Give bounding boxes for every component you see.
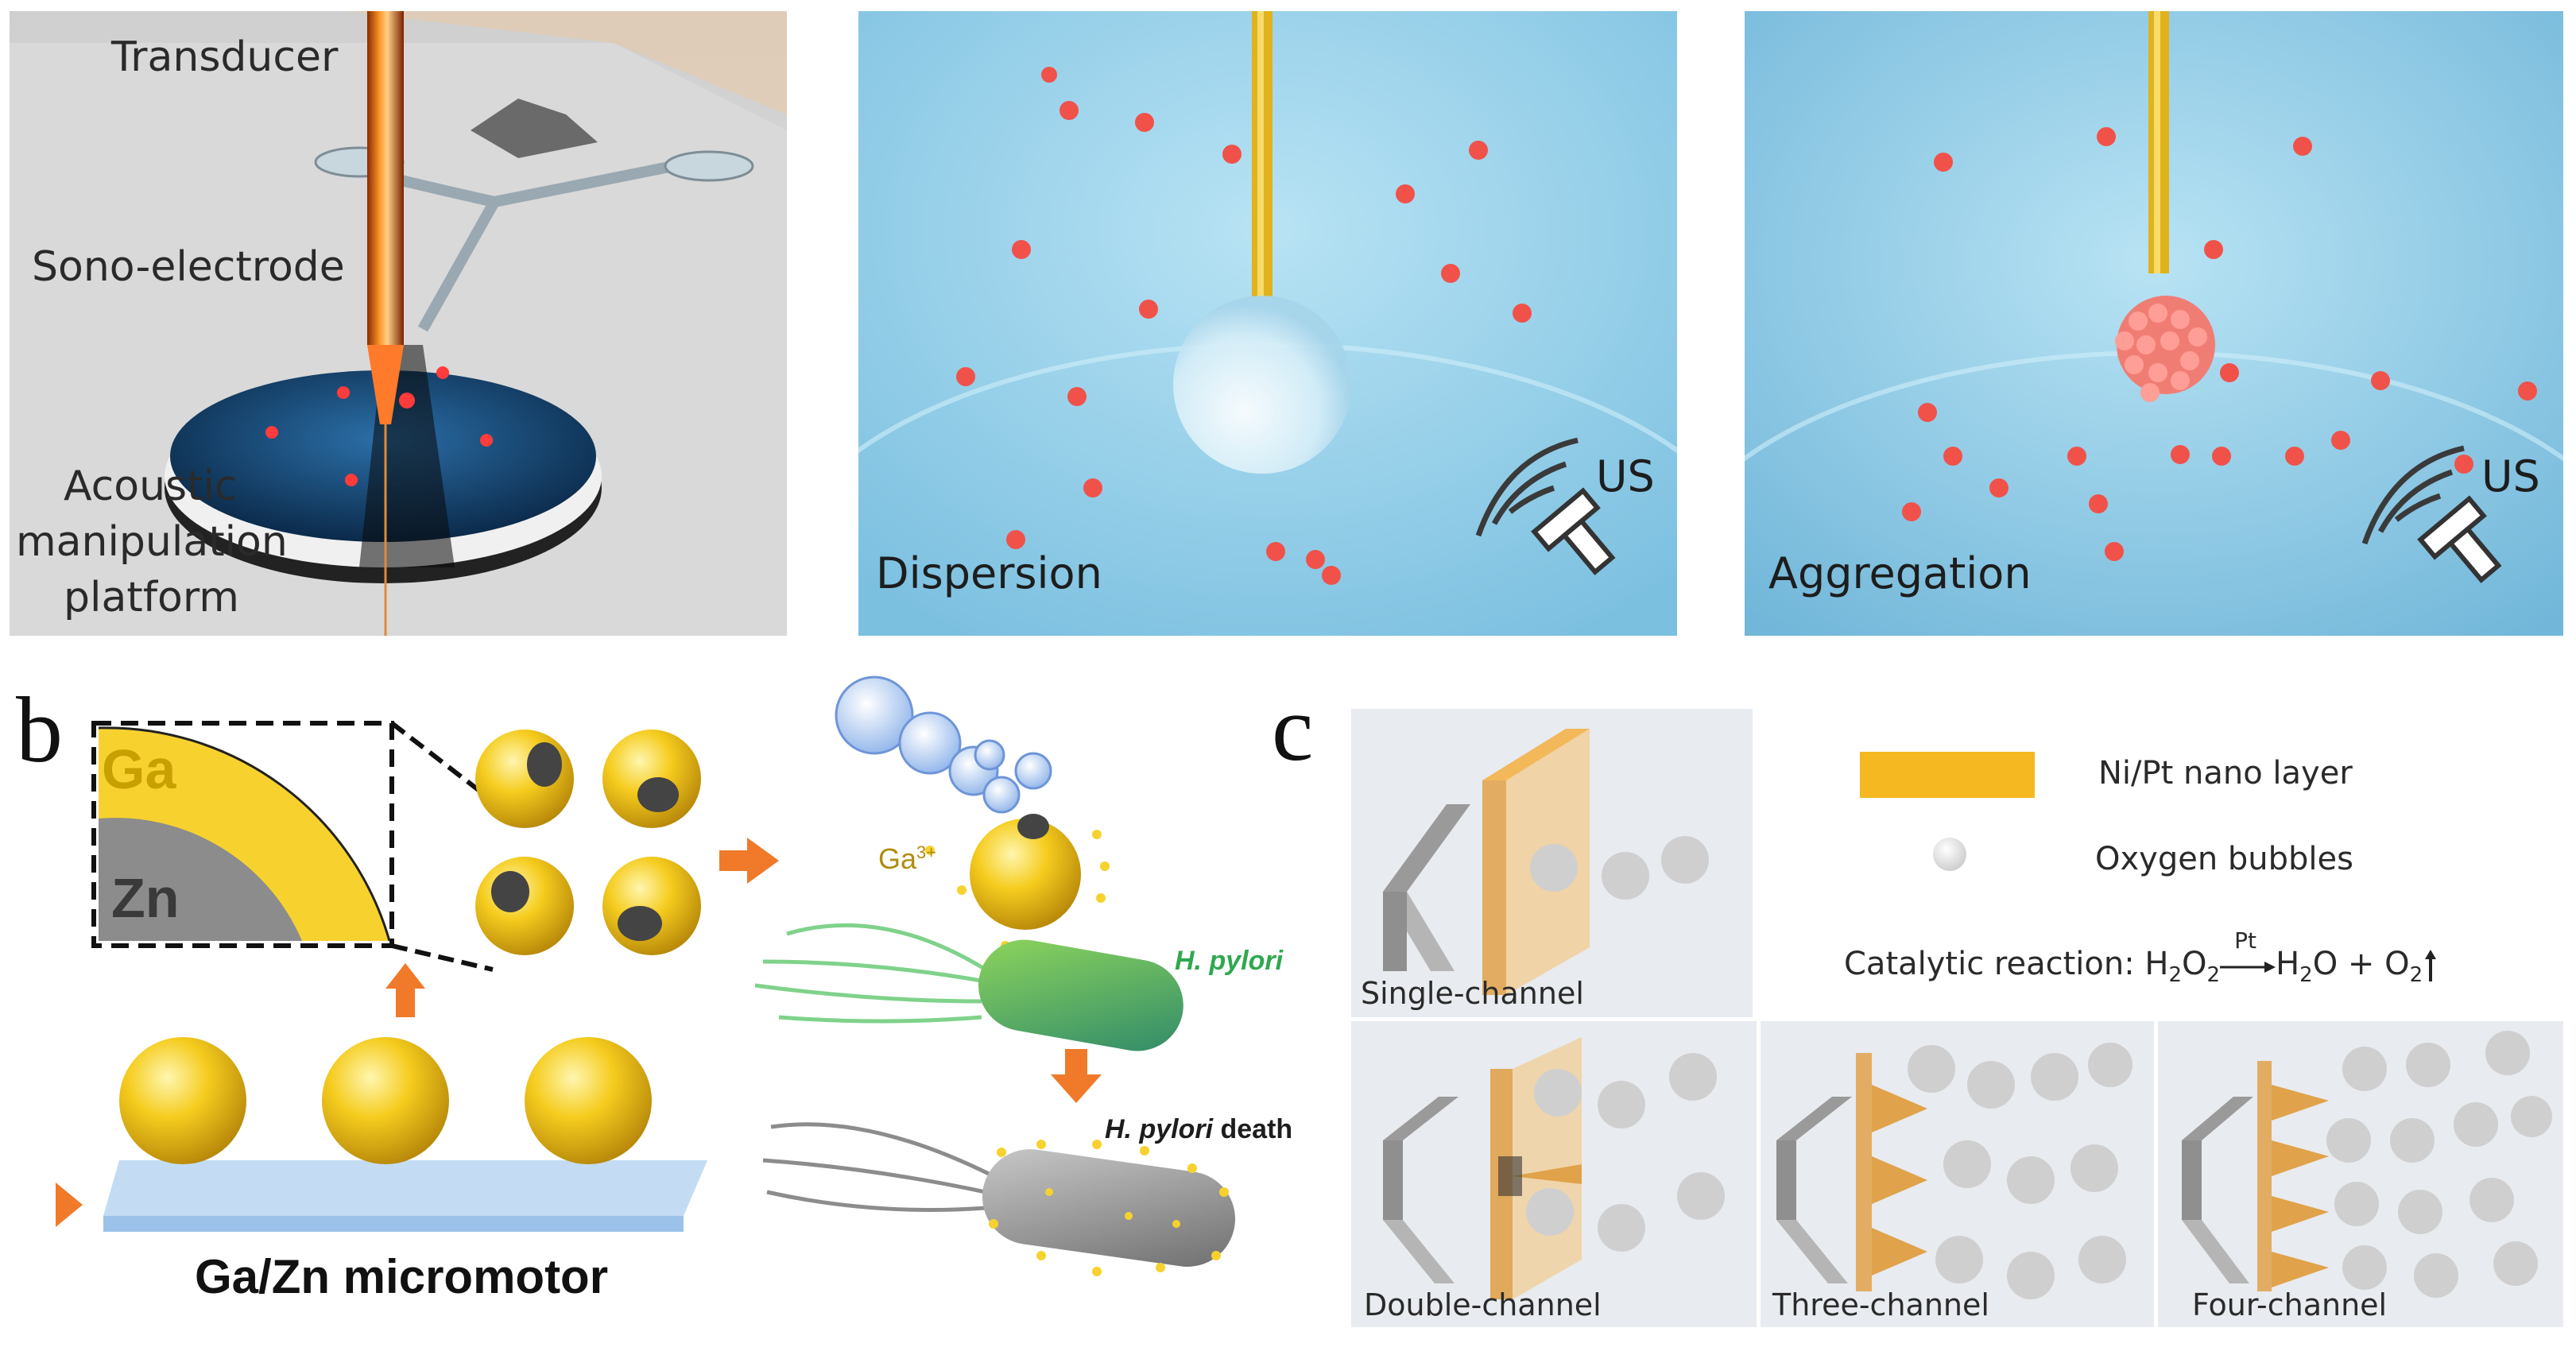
product2-o: O	[2384, 946, 2410, 982]
converging-particles	[1902, 127, 2537, 561]
label-micromotor: Ga/Zn micromotor	[195, 1250, 609, 1303]
ultrasound-icon-right	[2361, 445, 2465, 545]
death-species: H. pylori	[1105, 1114, 1214, 1144]
reactant-sub2: 2	[2206, 963, 2221, 987]
death-word: death	[1213, 1114, 1293, 1144]
gas-bubbles	[835, 676, 1052, 814]
catalyst-label: Pt	[2234, 927, 2256, 954]
label-platform-line2: manipulation	[16, 518, 288, 566]
panel-letter-b: b	[16, 678, 63, 782]
label-ga-shell: Ga	[102, 738, 176, 800]
product1-sub: 2	[2299, 963, 2313, 987]
tile-double-channel	[1351, 1021, 1757, 1327]
ultrasound-icon	[1475, 437, 1579, 537]
legend-bubble-swatch	[1933, 838, 1966, 871]
reactant-sub1: 2	[2168, 963, 2183, 987]
panel-b-illustration	[48, 668, 1351, 1319]
product1-o: O	[2312, 946, 2338, 982]
label-sono-electrode: Sono-electrode	[32, 243, 345, 291]
gas-up-arrow-icon	[2425, 950, 2437, 981]
tile-three-channel	[1761, 1021, 2154, 1327]
reactant-h: H	[2144, 946, 2169, 982]
label-platform-line1: Acoustic	[64, 463, 238, 510]
label-four-channel: Four-channel	[2192, 1287, 2388, 1322]
label-us-right: US	[2481, 451, 2540, 501]
label-three-channel: Three-channel	[1772, 1287, 1989, 1322]
product2-sub: 2	[2409, 963, 2423, 987]
label-single-channel: Single-channel	[1361, 976, 1584, 1011]
reaction-label: Catalytic reaction:	[1844, 946, 2145, 982]
ga-ion-symbol: Ga	[878, 842, 917, 875]
product1-h: H	[2276, 946, 2300, 982]
bacterium-dead	[982, 1149, 1236, 1267]
dispersed-particles	[956, 67, 1532, 585]
label-double-channel: Double-channel	[1364, 1287, 1602, 1322]
panel-a-dispersion	[858, 11, 1677, 636]
label-platform-line3: platform	[64, 574, 239, 621]
label-zn-core: Zn	[111, 867, 180, 929]
reaction-plus: +	[2347, 946, 2375, 982]
label-dispersion: Dispersion	[876, 548, 1102, 598]
panel-letter-c: c	[1272, 676, 1314, 780]
reactant-o: O	[2182, 946, 2207, 982]
reaction-arrow: Pt	[2220, 927, 2276, 981]
right-arrow	[719, 838, 779, 884]
side-arrow	[56, 1183, 83, 1227]
panel-a-aggregation	[1745, 11, 2563, 636]
label-transducer: Transducer	[111, 33, 339, 81]
janus-particle	[475, 730, 574, 828]
panel-a-platform	[10, 11, 787, 636]
up-arrow	[385, 963, 425, 1017]
bacterium-live	[978, 939, 1183, 1051]
transducer-probe-icon	[1531, 487, 1616, 575]
label-aggregation: Aggregation	[1768, 548, 2032, 598]
ga-ion-charge: 3+	[916, 842, 937, 862]
legend-nanolayer-swatch	[1860, 752, 2035, 798]
label-h-pylori: H. pylori	[1175, 946, 1284, 976]
label-ga-ion: Ga3+	[878, 842, 936, 876]
legend-bubble-label: Oxygen bubbles	[2095, 841, 2353, 877]
arrow-right-icon	[2220, 962, 2276, 973]
transducer-probe-icon-right	[2417, 495, 2502, 583]
legend-nanolayer-label: Ni/Pt nano layer	[2098, 755, 2353, 792]
tile-single-channel	[1351, 709, 1753, 1017]
down-arrow	[1051, 1049, 1102, 1103]
label-us-middle: US	[1596, 451, 1655, 501]
label-h-pylori-death: H. pylori death	[1105, 1114, 1292, 1145]
tile-four-channel	[2158, 1021, 2563, 1327]
reaction-equation: Catalytic reaction: H2O2 Pt H2O + O2	[1844, 927, 2438, 987]
